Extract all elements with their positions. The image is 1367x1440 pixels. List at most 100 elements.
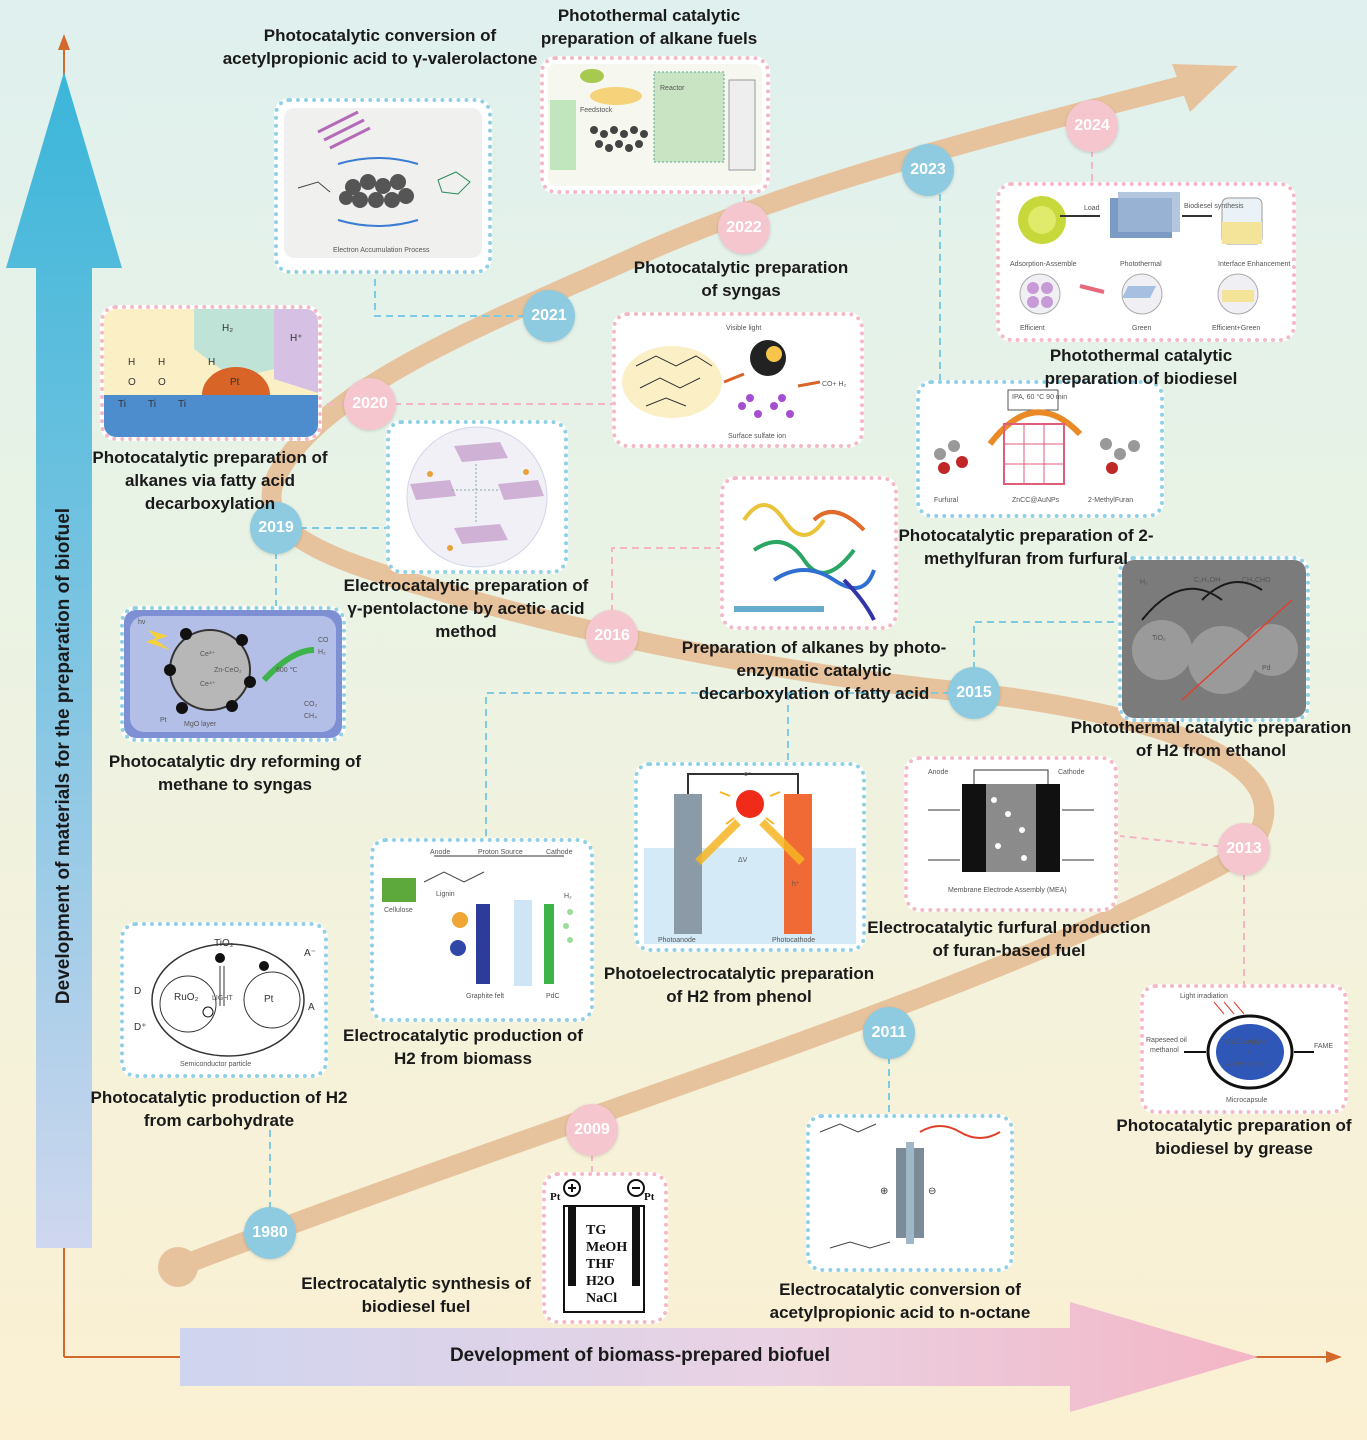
svg-text:A⁻: A⁻ — [304, 948, 316, 959]
svg-text:CH₃CHO: CH₃CHO — [1242, 577, 1271, 584]
svg-text:Interface Enhancement: Interface Enhancement — [1218, 261, 1290, 268]
caption-biodiesel-cell: Electrocatalytic synthesis of biodiesel … — [301, 1274, 531, 1316]
svg-text:Ce⁴⁺: Ce⁴⁺ — [200, 681, 216, 688]
svg-text:LIGHT: LIGHT — [212, 995, 233, 1002]
svg-text:Feedstock: Feedstock — [580, 107, 613, 114]
svg-text:Green: Green — [1132, 325, 1152, 332]
year-node-2009: 2009 — [566, 1104, 618, 1156]
svg-text:Pt: Pt — [550, 1191, 561, 1203]
svg-text:Cathode: Cathode — [546, 849, 573, 856]
svg-text:RuO₂: RuO₂ — [174, 992, 199, 1003]
svg-text:ZnCC@AuNPs: ZnCC@AuNPs — [1012, 497, 1060, 504]
svg-text:Anode: Anode — [430, 849, 450, 856]
caption-syngas: Photocatalytic preparation of syngas — [633, 258, 849, 300]
figure-grease-microcapsule: Light irradiation CaO catalyst + Active … — [1140, 984, 1348, 1114]
svg-text:Biodiesel synthesis: Biodiesel synthesis — [1184, 203, 1244, 210]
year-node-2020: 2020 — [344, 378, 396, 430]
figure-syngas: Visible light CO+ H₂ Surface sulfate ion — [612, 312, 864, 448]
svg-text:Ti: Ti — [148, 399, 156, 410]
connector-2023 — [928, 169, 941, 380]
svg-text:H₂: H₂ — [1140, 579, 1148, 586]
svg-text:CaO catalyst: CaO catalyst — [1226, 1039, 1266, 1046]
svg-text:⊖: ⊖ — [928, 1186, 936, 1197]
svg-text:IPA, 60 °C 90 min: IPA, 60 °C 90 min — [1012, 393, 1067, 401]
vertical-axis-label: Development of materials for the prepara… — [53, 507, 74, 1005]
horizontal-big-arrow — [180, 1302, 1258, 1412]
connector-2016 — [611, 547, 720, 636]
year-node-2019: 2019 — [250, 502, 302, 554]
svg-text:A: A — [308, 1002, 315, 1013]
connector-2013a — [1119, 835, 1245, 850]
svg-text:⊕: ⊕ — [880, 1186, 888, 1197]
figure-tio2-particle: TiO₂ RuO₂ LIGHT Pt D D⁺ A⁻ A Semiconduct… — [120, 922, 328, 1078]
caption-dry-reforming: Photocatalytic dry reforming of methane … — [108, 752, 362, 794]
caption-photoenzyme: Preparation of alkanes by photo-enzymati… — [681, 638, 947, 703]
caption-biomass-cell: Electrocatalytic production of H2 from b… — [343, 1026, 583, 1068]
svg-text:Light irradiation: Light irradiation — [1180, 993, 1228, 1000]
svg-text:Graphite felt: Graphite felt — [466, 993, 504, 1000]
figure-dry-reforming: hν Ce³⁺ Ce⁴⁺ Zn-CeO₂ Pt MgO layer 600 ℃ … — [120, 606, 346, 742]
svg-text:Visible light: Visible light — [726, 325, 761, 332]
caption-alkane-fuels: Photothermal catalytic preparation of al… — [540, 6, 758, 48]
svg-text:TiO₂: TiO₂ — [1152, 635, 1166, 642]
svg-text:H: H — [128, 357, 135, 368]
svg-text:Rapeseed oil: Rapeseed oil — [1146, 1037, 1187, 1044]
svg-text:+: + — [1246, 1049, 1250, 1056]
svg-text:Pt: Pt — [230, 377, 240, 388]
svg-text:D: D — [134, 986, 141, 997]
figure-alkanes-tio2: Pt H₂ H⁺ Ti Ti Ti O O H H H — [100, 305, 322, 441]
svg-text:H: H — [158, 357, 165, 368]
svg-text:600 ℃: 600 ℃ — [276, 667, 298, 674]
caption-furfural-mea: Electrocatalytic furfural production of … — [867, 918, 1151, 960]
figure-biodiesel-2024: Load Biodiesel synthesis Adsorption-Asse… — [996, 182, 1296, 342]
svg-text:CH₄: CH₄ — [304, 713, 317, 720]
svg-text:Cellulose: Cellulose — [384, 907, 413, 914]
year-node-2015: 2015 — [948, 667, 1000, 719]
svg-text:Cathode: Cathode — [1058, 769, 1085, 776]
horizontal-axis-arrowhead — [1326, 1351, 1342, 1363]
year-node-1980: 1980 — [244, 1207, 296, 1259]
timeline-start-dot — [158, 1247, 198, 1287]
svg-text:Surface sulfate ion: Surface sulfate ion — [728, 433, 786, 440]
svg-text:NaCl: NaCl — [586, 1291, 617, 1306]
svg-text:PdC: PdC — [546, 993, 560, 1000]
svg-text:MgO layer: MgO layer — [184, 721, 217, 728]
svg-text:Photoanode: Photoanode — [658, 937, 696, 944]
svg-text:ΔV: ΔV — [738, 857, 748, 864]
svg-text:Efficient: Efficient — [1020, 325, 1045, 332]
caption-methylfuran: Photocatalytic preparation of 2-methylfu… — [898, 526, 1154, 568]
svg-text:2-MethylFuran: 2-MethylFuran — [1088, 497, 1133, 504]
svg-text:Lignin: Lignin — [436, 891, 455, 898]
svg-text:CO₂: CO₂ — [304, 701, 318, 708]
figure-octane-cell: ⊕ ⊖ — [806, 1114, 1014, 1272]
svg-text:Pd: Pd — [1262, 665, 1271, 672]
svg-text:H₂: H₂ — [222, 323, 233, 334]
svg-text:O: O — [128, 377, 136, 388]
svg-text:Electron Accumulation Process: Electron Accumulation Process — [333, 247, 430, 254]
figure-alkane-fuels: Reactor Feedstock — [540, 56, 770, 194]
year-node-2021: 2021 — [523, 290, 575, 342]
connector-2015a — [973, 621, 1120, 693]
svg-text:H⁺: H⁺ — [290, 333, 303, 344]
figure-photoenzyme — [720, 476, 898, 630]
svg-text:Pt: Pt — [264, 994, 274, 1005]
svg-text:CO+ H₂: CO+ H₂ — [822, 381, 847, 388]
svg-text:methanol: methanol — [1150, 1047, 1179, 1054]
caption-phenol-pec: Photoelectrocatalytic preparation of H2 … — [603, 964, 875, 1006]
figure-biomass-cell: Anode Proton Source Cathode Cellulose Li… — [370, 838, 594, 1022]
svg-text:Microcapsule: Microcapsule — [1226, 1097, 1267, 1104]
svg-text:Adsorption-Assemble: Adsorption-Assemble — [1010, 261, 1077, 268]
caption-alkanes-tio2: Photocatalytic preparation of alkanes vi… — [92, 448, 328, 513]
svg-text:Pt: Pt — [644, 1191, 655, 1203]
svg-text:H2O: H2O — [586, 1274, 615, 1289]
svg-text:Zn-CeO₂: Zn-CeO₂ — [214, 667, 242, 674]
year-node-2023: 2023 — [902, 144, 954, 196]
svg-text:C₂H₅OH: C₂H₅OH — [1194, 577, 1220, 584]
figure-photothermal-h2: H₂ C₂H₅OH CH₃CHO TiO₂ Pd — [1118, 556, 1310, 722]
svg-text:H: H — [208, 357, 215, 368]
caption-gamma-valerolactone: Photocatalytic conversion of acetylpropi… — [222, 26, 538, 68]
connector-2015c — [485, 692, 974, 838]
caption-grease: Photocatalytic preparation of biodiesel … — [1116, 1116, 1352, 1158]
caption-gamma-pentolactone: Electrocatalytic preparation of γ-pentol… — [343, 576, 589, 641]
